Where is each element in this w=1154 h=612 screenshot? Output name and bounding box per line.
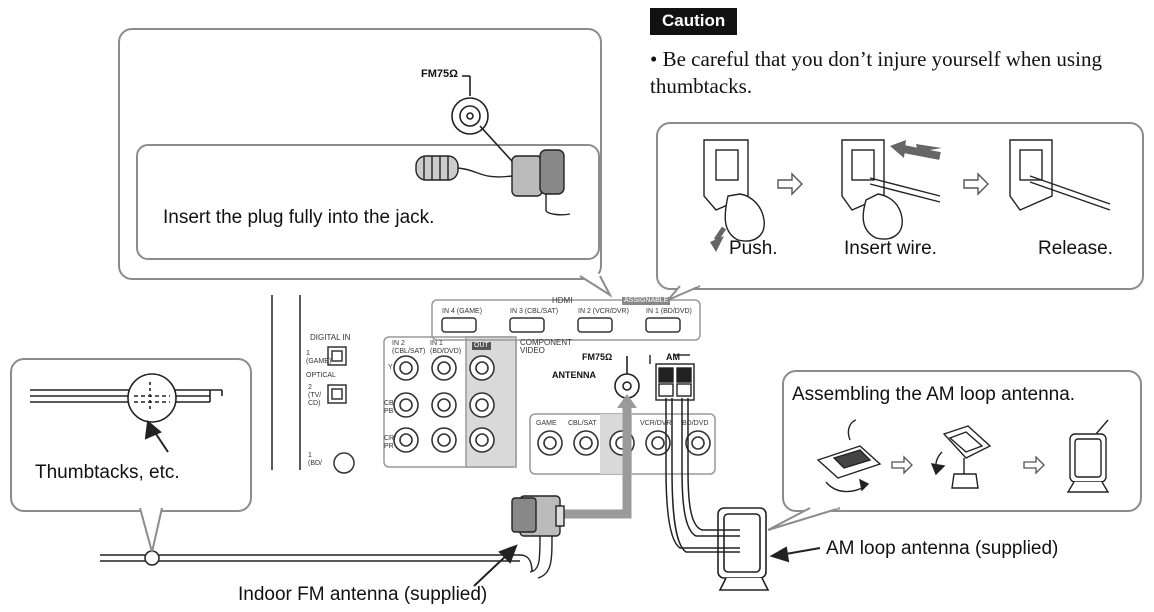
- am-loop-antenna: [717, 507, 770, 591]
- indoor-fm-arrow: [473, 544, 518, 587]
- am-assembly-arrow2: [1023, 455, 1045, 475]
- caution-note: • Be careful that you don’t injure yours…: [650, 47, 1102, 98]
- panel-optical-2: 2 (TV/ CD): [308, 384, 322, 407]
- panel-comp-out: OUT: [472, 342, 491, 350]
- panel-cr-pr: CR/ PR: [384, 435, 397, 450]
- am-terminal: [649, 354, 695, 401]
- panel-hdmi-in2: IN 2 (VCR/DVR): [578, 308, 629, 315]
- panel-hdmi-in1: IN 1 (BD/DVD): [646, 308, 692, 315]
- indoor-fm-antenna-label: Indoor FM antenna (supplied): [238, 584, 488, 605]
- panel-comp-in1: IN 1 (BD/DVD): [430, 340, 462, 355]
- step-insert-label: Insert wire.: [844, 238, 937, 259]
- fm-jack-label: FM75Ω: [421, 68, 458, 80]
- panel-fm-label: FM75Ω: [582, 352, 613, 362]
- thumbtack-illustration: [30, 373, 223, 423]
- fm-antenna-plug: [511, 495, 565, 579]
- panel-cbl-sat: CBL/SAT: [568, 420, 597, 427]
- panel-digital-in: DIGITAL IN: [310, 333, 351, 342]
- panel-hdmi-in3: IN 3 (CBL/SAT): [510, 308, 559, 315]
- step-release-illustration: [1009, 139, 1111, 211]
- panel-bd-dvd: BD/DVD: [682, 420, 709, 427]
- am-loop-antenna-label: AM loop antenna (supplied): [826, 538, 1059, 559]
- panel-y: Y: [388, 364, 393, 371]
- am-assembly-step3: [1066, 419, 1110, 493]
- am-assembly-title: Assembling the AM loop antenna.: [792, 384, 1076, 405]
- panel-comp-in2: IN 2 (CBL/SAT): [392, 340, 426, 355]
- fm-cable: [560, 400, 632, 519]
- digital-in-jacks: [327, 346, 355, 474]
- panel-assignable-label: ASSIGNABLE: [622, 297, 671, 305]
- thumbtack-callout: [10, 358, 252, 512]
- am-loop-wires: [665, 398, 740, 553]
- am-assembly-arrow1: [891, 455, 913, 475]
- panel-hdmi-in4: IN 4 (GAME): [442, 308, 483, 315]
- panel-optical: OPTICAL: [306, 372, 336, 379]
- caution-heading: Caution: [650, 8, 738, 35]
- am-loop-arrow: [769, 546, 821, 563]
- panel-hdmi-label: HDMI: [552, 296, 573, 305]
- component-video-jacks: [393, 355, 495, 453]
- fm-antenna-wire: [100, 550, 533, 573]
- step-push-illustration: [703, 139, 765, 252]
- step-arrow-2: [963, 172, 989, 196]
- panel-bd-small: 1 (BD/: [308, 452, 322, 467]
- fm-antenna-jack: [614, 356, 640, 399]
- hdmi-jacks: [441, 317, 681, 333]
- step-arrow-1: [777, 172, 803, 196]
- am-assembly-step1: [816, 419, 882, 493]
- am-assembly-step2: [930, 425, 992, 489]
- thumbtack-arrow: [144, 420, 169, 453]
- fm-insert-instruction: Insert the plug fully into the jack.: [163, 207, 435, 228]
- panel-am-label: AM: [666, 352, 680, 362]
- thumbtack-label: Thumbtacks, etc.: [35, 462, 180, 483]
- panel-coaxial-1: 1 (GAME): [306, 350, 332, 365]
- panel-antenna-label: ANTENNA: [552, 370, 596, 380]
- step-push-label: Push.: [729, 238, 778, 259]
- step-insert-illustration: [841, 139, 942, 240]
- fm-plug-closeup: [415, 149, 571, 216]
- fm-cable-arrowhead: [617, 394, 637, 408]
- panel-vcr-dvr: VCR/DVR: [640, 420, 672, 427]
- panel-component-video: COMPONENT VIDEO: [520, 338, 572, 355]
- step-release-label: Release.: [1038, 238, 1113, 259]
- panel-cb-pb: CB/ PB: [384, 400, 396, 415]
- panel-game: GAME: [536, 420, 557, 427]
